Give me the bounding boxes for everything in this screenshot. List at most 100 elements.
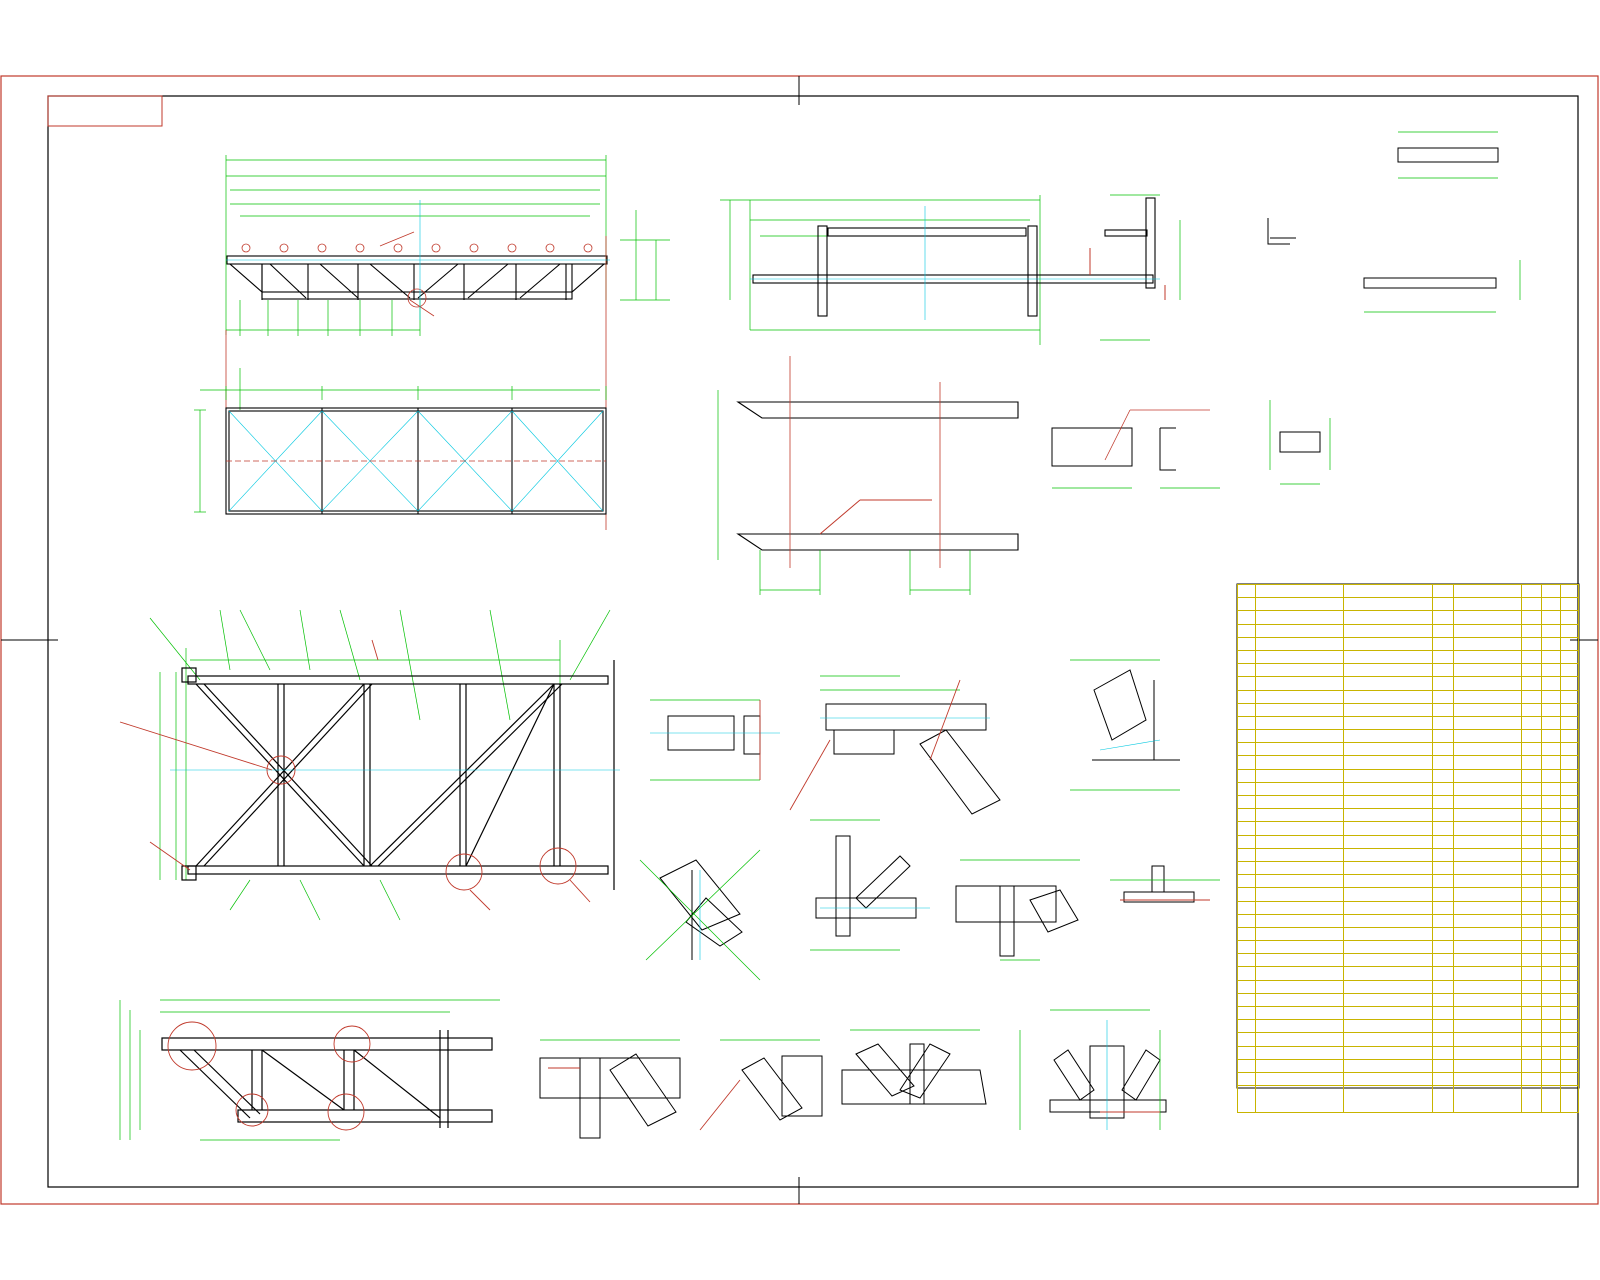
bom-cell (1236, 860, 1257, 876)
bom-cell (1559, 887, 1580, 902)
bom-row (1236, 847, 1580, 862)
bom-cell (1432, 715, 1454, 731)
bom-cell (1520, 794, 1543, 810)
bom-cell (1520, 663, 1543, 678)
bom-cell (1541, 623, 1561, 638)
bom-cell (1236, 781, 1257, 797)
technical-notes (1400, 360, 1440, 364)
bom-cell (1520, 781, 1543, 797)
bom-cell (1236, 900, 1257, 915)
bom-cell (1541, 940, 1561, 955)
bom-cell (1541, 781, 1561, 797)
bom-cell (1541, 649, 1561, 665)
bom-row (1236, 1019, 1580, 1034)
bom-cell (1236, 729, 1257, 744)
bom-cell (1520, 900, 1543, 915)
bom-cell (1559, 636, 1580, 651)
bom-cell (1255, 900, 1344, 915)
bom-cell (1541, 860, 1561, 876)
bom-cell (1236, 1005, 1257, 1021)
bom-header-cell (1520, 1085, 1543, 1114)
bom-cell (1432, 729, 1454, 744)
bom-cell (1520, 1071, 1543, 1087)
bom-cell (1236, 808, 1257, 823)
bom-row (1236, 1032, 1580, 1047)
bom-cell (1559, 649, 1580, 665)
bom-cell (1520, 808, 1543, 823)
bom-cell (1520, 689, 1543, 704)
bom-cell (1452, 794, 1522, 810)
bom-cell (1452, 742, 1522, 757)
bom-cell (1342, 755, 1434, 770)
bom-cell (1541, 992, 1561, 1008)
bom-cell (1559, 768, 1580, 783)
bom-cell (1432, 649, 1454, 665)
bom-cell (1559, 953, 1580, 968)
bom-cell (1559, 847, 1580, 862)
bom-cell (1559, 992, 1580, 1008)
bom-row (1236, 623, 1580, 638)
bom-cell (1255, 1071, 1344, 1087)
bom-cell (1255, 860, 1344, 876)
bom-cell (1236, 834, 1257, 849)
bom-cell (1236, 1058, 1257, 1073)
bom-cell (1452, 768, 1522, 783)
bom-header-cell (1342, 1085, 1434, 1114)
bom-cell (1236, 1032, 1257, 1047)
bom-cell (1255, 1019, 1344, 1034)
bom-cell (1541, 742, 1561, 757)
bom-cell (1541, 1045, 1561, 1060)
bom-cell (1255, 874, 1344, 889)
bom-cell (1520, 953, 1543, 968)
bom-row (1236, 676, 1580, 691)
bom-cell (1559, 1045, 1580, 1060)
bom-cell (1452, 821, 1522, 836)
bom-cell (1559, 860, 1580, 876)
bom-cell (1342, 926, 1434, 942)
bom-cell (1520, 1032, 1543, 1047)
bom-cell (1432, 808, 1454, 823)
bom-cell (1520, 636, 1543, 651)
bom-cell (1452, 1005, 1522, 1021)
bom-cell (1432, 794, 1454, 810)
bom-cell (1559, 808, 1580, 823)
bom-cell (1541, 1071, 1561, 1087)
bom-row (1236, 649, 1580, 665)
bom-row (1236, 715, 1580, 731)
bom-cell (1432, 1032, 1454, 1047)
bom-cell (1342, 676, 1434, 691)
bom-cell (1255, 676, 1344, 691)
bom-cell (1452, 887, 1522, 902)
bom-cell (1236, 715, 1257, 731)
bom-cell (1342, 583, 1434, 599)
bom-cell (1559, 821, 1580, 836)
bom-cell (1255, 689, 1344, 704)
bom-cell (1236, 887, 1257, 902)
bom-cell (1541, 953, 1561, 968)
bom-cell (1541, 874, 1561, 889)
bom-cell (1452, 1019, 1522, 1034)
bom-cell (1559, 794, 1580, 810)
bom-cell (1236, 610, 1257, 625)
bom-cell (1452, 689, 1522, 704)
bom-cell (1432, 860, 1454, 876)
bom-cell (1559, 742, 1580, 757)
bom-row (1236, 940, 1580, 955)
bom-cell (1520, 926, 1543, 942)
bom-cell (1541, 768, 1561, 783)
bom-cell (1432, 1019, 1454, 1034)
bom-row (1236, 834, 1580, 849)
bom-cell (1541, 1005, 1561, 1021)
bracing-plan-view (119, 609, 620, 921)
bom-row (1236, 860, 1580, 876)
bom-cell (1541, 755, 1561, 770)
bom-cell (1342, 663, 1434, 678)
bom-cell (1432, 610, 1454, 625)
bom-cell (1236, 874, 1257, 889)
bom-cell (1559, 979, 1580, 994)
bom-cell (1342, 689, 1434, 704)
bom-cell (1236, 649, 1257, 665)
bom-cell (1559, 940, 1580, 955)
bom-cell (1342, 913, 1434, 928)
bom-cell (1520, 860, 1543, 876)
